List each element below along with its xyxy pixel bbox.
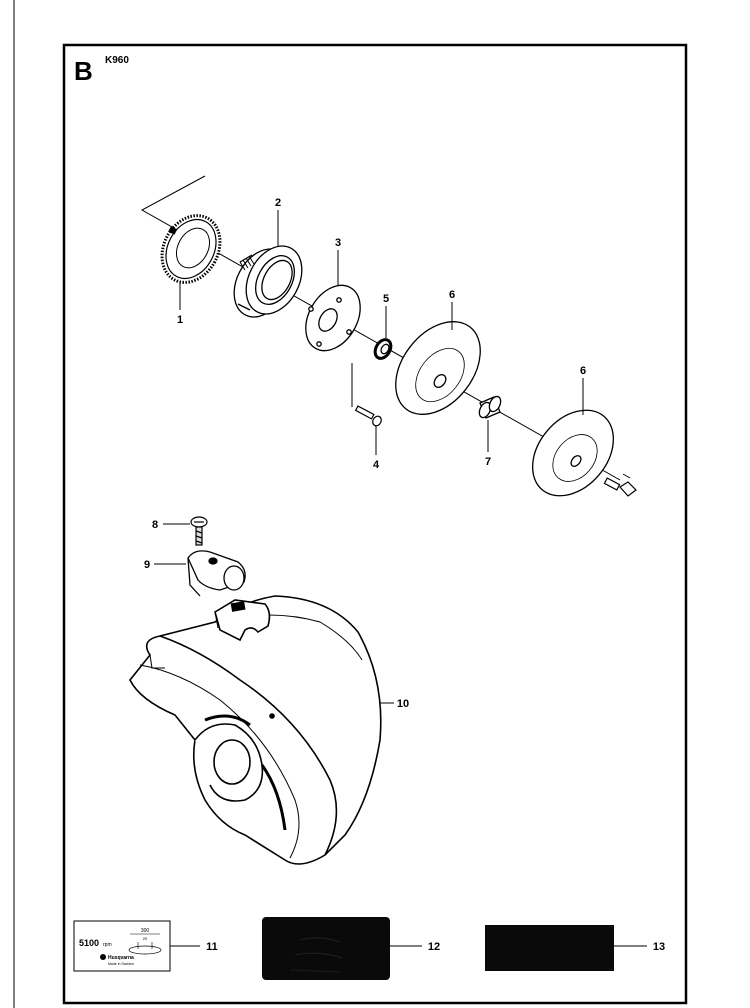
callout-13: 13 [653,941,665,953]
callout-6-upper: 6 [449,289,455,301]
part-9-clamp [187,550,246,597]
part-4-screw [351,363,382,427]
model-label: K960 [105,55,129,66]
decal-dim-top: 300 [141,928,150,934]
leader-lines [154,210,647,947]
callout-5: 5 [383,293,389,305]
part-2-bearing-housing [233,245,303,318]
end-bolt [603,473,637,497]
decal-origin: Made in Sweden [108,962,134,966]
decal-brand: Husqvarna [108,955,134,961]
part-11-speed-decal: 5100 rpm 300 20 Husqvarna Made in Sweden [73,920,171,972]
callout-6-lower: 6 [580,365,586,377]
part-6-disc-lower [531,409,615,497]
callout-4: 4 [373,459,380,471]
part-5-nut [373,338,393,360]
callout-9: 9 [144,559,150,571]
part-13-dark-decal [485,925,614,971]
callout-2: 2 [275,197,281,209]
part-1-toothed-ring [160,214,222,284]
decal-speed-value: 5100 [79,938,99,948]
part-7-bushing [478,395,502,419]
part-8-screw [190,516,208,546]
part-10-blade-guard [129,595,382,865]
callout-10: 10 [397,698,409,710]
callout-12: 12 [428,941,440,953]
decal-dim-inner: 20 [143,936,148,941]
part-6-disc-upper [395,321,481,415]
part-12-dark-decal [262,917,390,980]
callout-numbers: 1 2 3 4 5 6 6 7 8 9 10 11 12 13 [144,197,665,953]
callout-3: 3 [335,237,341,249]
callout-1: 1 [177,314,183,326]
callout-11: 11 [206,941,218,953]
callout-8: 8 [152,519,158,531]
section-letter: B [74,56,93,86]
husqvarna-logo-icon [100,954,106,960]
decal-speed-unit: rpm [103,942,112,948]
part-3-flange [305,284,361,352]
page-frame [62,43,688,1005]
callout-7: 7 [485,456,491,468]
